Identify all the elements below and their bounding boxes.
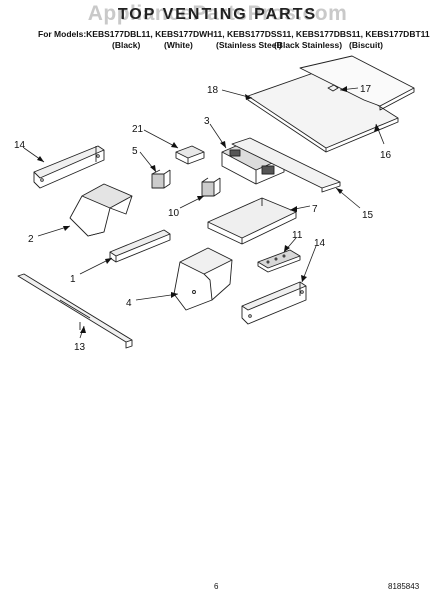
callout-3: 3 <box>204 116 210 127</box>
part-bracket-left <box>33 145 105 189</box>
part-terminal-block <box>257 249 301 273</box>
part-cover-plate <box>299 55 415 111</box>
callout-1: 1 <box>70 274 76 285</box>
callout-18: 18 <box>207 85 219 96</box>
callout-5: 5 <box>132 146 138 157</box>
part-rail <box>231 137 341 193</box>
document-part-number: 8185843 <box>388 582 420 591</box>
part-clip-upper <box>151 169 171 189</box>
callout-11: 11 <box>292 230 303 241</box>
part-duct <box>69 183 133 237</box>
variant-label-biscuit: (Biscuit) <box>349 40 383 50</box>
callout-7: 7 <box>312 204 318 215</box>
models-line: For Models:KEBS177DBL11, KEBS177DWH11, K… <box>38 29 430 39</box>
callout-16: 16 <box>380 150 392 161</box>
callout-14-right: 14 <box>314 238 326 249</box>
callout-4: 4 <box>126 298 132 309</box>
part-bracket-right <box>241 281 307 325</box>
variant-label-black-stainless: (Black Stainless) <box>274 40 343 50</box>
part-spacer-block <box>175 145 205 165</box>
part-channel <box>109 229 171 263</box>
callout-10: 10 <box>168 208 180 219</box>
watermark-text: AppliancePartsPros.com <box>87 2 348 25</box>
page-number: 6 <box>214 582 219 591</box>
callout-15: 15 <box>362 210 374 221</box>
callout-17: 17 <box>360 84 372 95</box>
variant-label-black: (Black) <box>112 40 141 50</box>
variant-label-white: (White) <box>164 40 193 50</box>
part-clip-lower <box>201 177 221 197</box>
part-bottom-trim <box>17 273 133 349</box>
callout-2: 2 <box>28 234 34 245</box>
variant-label-stainless-steel: (Stainless Steel) <box>216 40 282 50</box>
callout-21: 21 <box>132 124 144 135</box>
callout-14-left: 14 <box>14 140 26 151</box>
callout-13: 13 <box>74 342 86 353</box>
part-deflector-plate <box>207 197 297 245</box>
part-support-bracket <box>173 247 233 311</box>
page-title: TOP VENTING PARTS <box>117 6 318 23</box>
